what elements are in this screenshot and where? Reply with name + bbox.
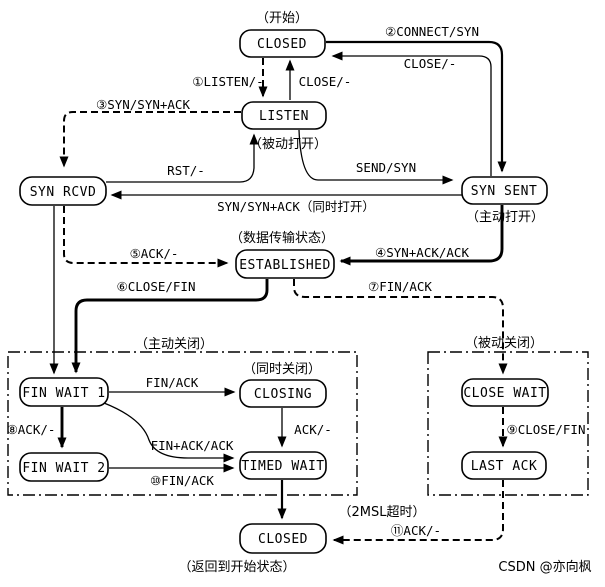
state-label-syn-rcvd: SYN RCVD <box>30 185 97 200</box>
edge-close-fin <box>71 279 269 374</box>
edge-syn-synack <box>59 111 241 168</box>
state-syn-rcvd <box>19 176 107 206</box>
state-syn-sent <box>461 176 548 205</box>
label-simultaneous-open: SYN/SYN+ACK（同时打开） <box>217 199 375 214</box>
edge-rst <box>106 133 259 183</box>
label-fin-ack-timedwait: ⑩FIN/ACK <box>150 473 214 488</box>
label-close-mid: CLOSE/- <box>299 74 352 89</box>
note-passive-close: （被动关闭） <box>465 336 543 351</box>
state-label-closed-top: CLOSED <box>257 37 307 52</box>
label-close-fin: ⑥CLOSE/FIN <box>117 279 196 294</box>
label-synack-ack: ④SYN+ACK/ACK <box>375 245 469 260</box>
note-passive-open: （被动打开） <box>249 137 327 152</box>
passive-close-group-box <box>427 351 589 496</box>
note-simultaneous-close: （同时关闭） <box>243 362 321 377</box>
edge-send-syn <box>298 129 454 185</box>
label-fin-ack-right: ⑦FIN/ACK <box>368 279 432 294</box>
label-ack-established: ⑤ACK/- <box>130 246 179 261</box>
note-return-start: （返回到开始状态） <box>178 560 295 575</box>
state-fin-wait-1 <box>19 377 109 407</box>
label-send-syn: SEND/SYN <box>356 160 416 175</box>
edge-ack-established <box>63 206 229 268</box>
label-close-right: CLOSE/- <box>404 56 457 71</box>
state-closed-bottom <box>239 523 327 554</box>
note-data-transfer: （数据传输状态） <box>230 230 334 246</box>
state-label-close-wait: CLOSE WAIT <box>463 386 546 401</box>
state-timed-wait <box>239 451 327 480</box>
state-listen <box>241 101 327 130</box>
state-label-fin-wait-1: FIN WAIT 1 <box>22 386 105 401</box>
edge-close-right <box>331 51 492 176</box>
edge-fin-ack-right <box>293 279 508 375</box>
edge-synack-ack <box>339 205 504 266</box>
state-closed-top <box>239 29 326 58</box>
label-rst: RST/- <box>167 163 205 178</box>
label-connect-syn: ②CONNECT/SYN <box>385 24 479 39</box>
state-closing <box>239 379 327 408</box>
label-last-ack-transition: ⑪ACK/- <box>391 523 441 538</box>
state-label-last-ack: LAST ACK <box>471 459 538 474</box>
state-label-fin-wait-2: FIN WAIT 2 <box>22 461 105 476</box>
state-established <box>235 249 335 279</box>
label-close-fin-right: ⑨CLOSE/FIN <box>507 422 586 437</box>
edge-connect-syn <box>326 40 507 173</box>
edge-finack-ack <box>103 402 235 463</box>
edge-last-ack <box>332 480 504 545</box>
state-close-wait <box>461 378 549 407</box>
label-fin-ack-closing: FIN/ACK <box>146 375 199 390</box>
note-active-close: （主动关闭） <box>135 337 213 352</box>
state-label-syn-sent: SYN SENT <box>471 184 538 199</box>
state-fin-wait-2 <box>19 452 109 482</box>
label-ack-timedwait: ACK/- <box>294 422 332 437</box>
state-label-listen: LISTEN <box>259 109 309 124</box>
label-finack-ack: FIN+ACK/ACK <box>151 438 234 453</box>
active-close-group-box <box>7 351 358 496</box>
label-listen-transition: ①LISTEN/- <box>192 74 263 89</box>
state-label-timed-wait: TIMED WAIT <box>241 459 324 474</box>
state-label-closing: CLOSING <box>254 387 312 402</box>
note-start: （开始） <box>256 11 308 26</box>
state-label-established: ESTABLISHED <box>239 258 331 273</box>
csdn-watermark: CSDN @亦向枫 <box>498 559 591 575</box>
label-ack-finwait2: ⑧ACK/- <box>7 422 56 437</box>
state-label-closed-bottom: CLOSED <box>258 532 308 547</box>
state-last-ack <box>461 451 547 480</box>
note-active-open: （主动打开） <box>466 210 544 225</box>
note-msl-timeout: （2MSL超时） <box>339 505 426 520</box>
label-syn-synack: ③SYN/SYN+ACK <box>96 97 190 112</box>
